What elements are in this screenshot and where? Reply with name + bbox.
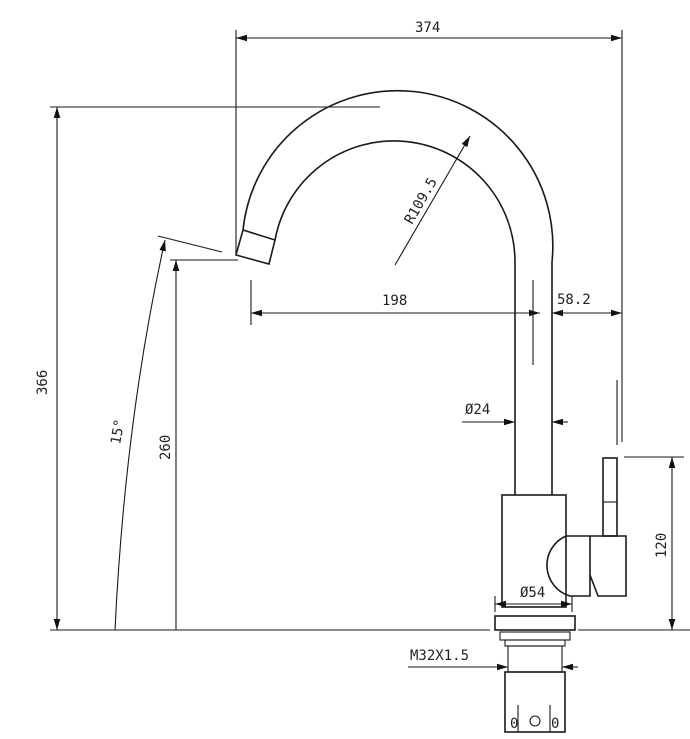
port-2: 0 (551, 716, 559, 732)
dimension-thread: M32X1.5 (408, 648, 578, 671)
label-366: 366 (35, 370, 51, 395)
port-1: 0 (510, 716, 518, 732)
dimension-body-diameter: Ø54 (494, 585, 573, 612)
label-58-2: 58.2 (557, 292, 591, 308)
dimension-radius: R109.5 (394, 135, 471, 266)
spout (235, 89, 554, 495)
dimension-overall-width: 374 (235, 20, 623, 442)
label-15-deg: 15° (108, 418, 128, 446)
faucet-body (501, 380, 627, 608)
aerator-nozzle (235, 228, 276, 265)
dimension-spout-height: 260 (158, 259, 238, 630)
label-198: 198 (382, 293, 407, 309)
dimension-handle-offset: 58.2 (552, 292, 622, 317)
label-024: Ø24 (465, 402, 490, 418)
dimension-swing-angle: 15° (108, 235, 223, 631)
label-260: 260 (158, 435, 174, 460)
label-054: Ø54 (520, 585, 545, 601)
label-374: 374 (415, 20, 440, 36)
mounting-connector: 0 0 (494, 615, 576, 733)
handle-lever (602, 457, 618, 537)
handle-base (589, 535, 627, 597)
handle-hub (546, 535, 591, 597)
dimension-handle-height: 120 (624, 456, 684, 630)
dimension-reach: 198 (250, 280, 540, 365)
dimension-overall-height: 366 (35, 106, 380, 630)
dimension-pipe-diameter: Ø24 (462, 402, 568, 426)
label-120: 120 (654, 533, 670, 558)
label-thread: M32X1.5 (410, 648, 469, 664)
